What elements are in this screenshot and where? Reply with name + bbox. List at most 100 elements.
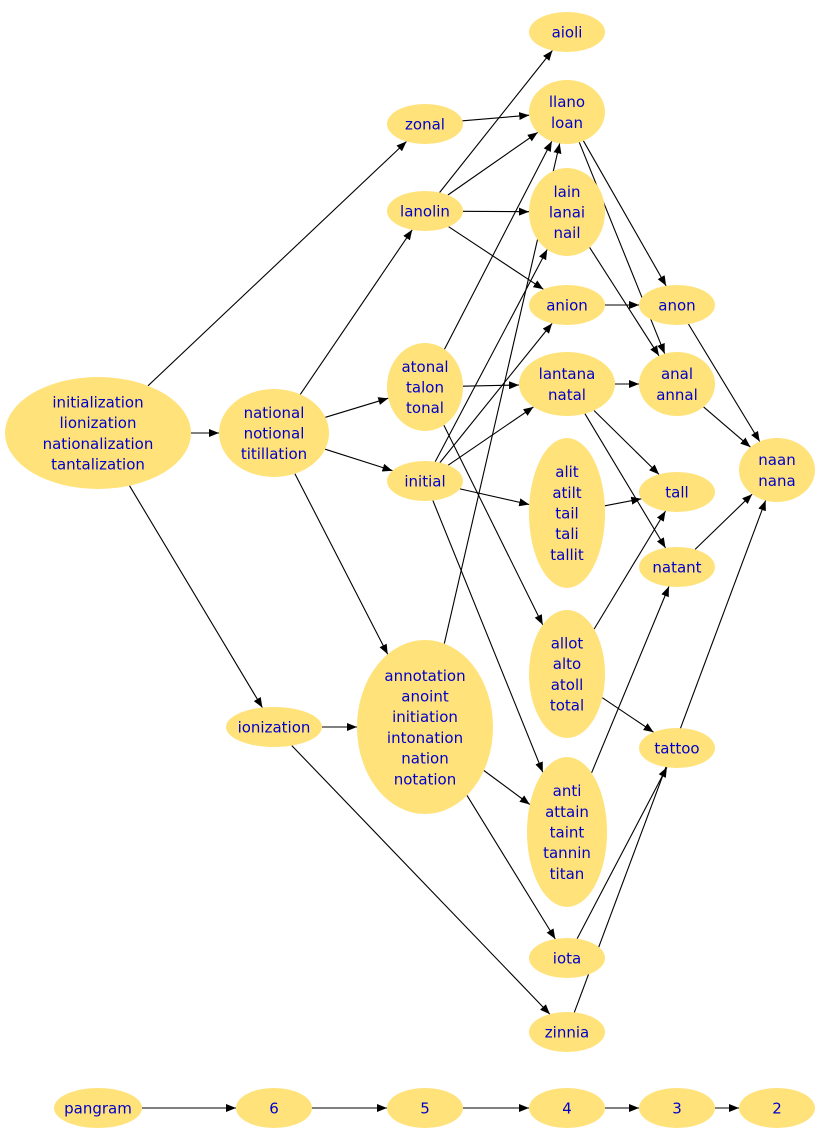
node-n4: 4	[529, 1088, 605, 1128]
edge-lantana-to-tall	[593, 410, 660, 475]
edge-atonal-to-llano	[444, 141, 553, 350]
node-label: attain	[545, 803, 589, 821]
node-ellipse	[527, 757, 607, 907]
node-label: lantana	[539, 365, 596, 383]
edge-national-to-annotation	[294, 473, 389, 655]
node-label: notation	[394, 770, 457, 788]
node-label: lanolin	[400, 203, 450, 221]
node-label: 2	[772, 1100, 782, 1118]
node-iota: iota	[529, 938, 605, 978]
edge-lantana-to-natant	[584, 413, 666, 549]
edge-initialization-to-ionization	[129, 485, 263, 708]
node-label: aioli	[552, 24, 583, 42]
node-zonal: zonal	[387, 104, 463, 144]
node-zinnia: zinnia	[529, 1012, 605, 1052]
node-ellipse	[226, 707, 322, 747]
node-ellipse	[639, 472, 715, 512]
node-label: alto	[553, 655, 581, 673]
node-label: 3	[672, 1100, 682, 1118]
node-label: intonation	[387, 729, 463, 747]
node-ellipse	[387, 1088, 463, 1128]
node-ionization: ionization	[226, 707, 322, 747]
node-ellipse	[529, 610, 605, 738]
node-ellipse	[236, 1088, 312, 1128]
node-label: annal	[656, 386, 698, 404]
edge-lanolin-to-llano	[447, 131, 539, 196]
edge-atonal-to-allot	[443, 424, 544, 626]
node-tall: tall	[639, 472, 715, 512]
node-ellipse	[387, 461, 463, 501]
edge-ionization-to-zinnia	[291, 745, 551, 1015]
edge-iota-to-tattoo	[576, 767, 668, 939]
node-ellipse	[639, 547, 715, 587]
node-ellipse	[219, 389, 329, 477]
node-label: nana	[758, 472, 795, 490]
node-label: anal	[661, 365, 693, 383]
edge-initial-to-alit	[459, 488, 530, 507]
node-label: titillation	[241, 445, 307, 463]
node-ellipse	[519, 352, 615, 416]
edge-llano-to-anal	[578, 142, 666, 354]
node-n2: 2	[739, 1088, 815, 1128]
node-label: titan	[550, 865, 585, 883]
node-ellipse	[387, 104, 463, 144]
edge-anti-to-natant	[591, 586, 670, 774]
node-ellipse	[639, 1088, 715, 1128]
node-label: nail	[553, 224, 580, 242]
node-label: natant	[652, 559, 701, 577]
node-label: tantalization	[51, 456, 145, 474]
node-ellipse	[529, 168, 605, 256]
node-label: 5	[420, 1100, 430, 1118]
node-ellipse	[639, 352, 715, 416]
node-label: atoll	[551, 676, 584, 694]
node-ellipse	[54, 1088, 142, 1128]
node-ellipse	[387, 191, 463, 231]
edge-annotation-to-anti	[483, 770, 531, 805]
node-label: zinnia	[545, 1024, 589, 1042]
node-initialization: initializationlionizationnationalization…	[5, 377, 191, 489]
edge-llano-to-anon	[582, 140, 667, 287]
node-label: tannin	[543, 844, 591, 862]
node-n6: 6	[236, 1088, 312, 1128]
node-ellipse	[529, 285, 605, 325]
node-label: initiation	[392, 708, 458, 726]
edge-national-to-initial	[324, 448, 393, 472]
edge-initial-to-lain	[434, 249, 548, 462]
node-label: tali	[555, 525, 578, 543]
node-ellipse	[639, 285, 715, 325]
edge-initialization-to-zonal	[147, 141, 407, 387]
node-label: atonal	[401, 358, 448, 376]
node-anon: anon	[639, 285, 715, 325]
edge-natant-to-naan	[694, 493, 753, 550]
node-label: pangram	[64, 1100, 132, 1118]
node-ellipse	[739, 438, 815, 502]
node-n3: 3	[639, 1088, 715, 1128]
node-label: taint	[550, 824, 585, 842]
node-ellipse	[529, 80, 605, 144]
node-label: total	[550, 697, 584, 715]
node-ellipse	[739, 1088, 815, 1128]
node-naan: naan nana	[739, 438, 815, 502]
node-label: tattoo	[654, 740, 699, 758]
edge-allot-to-tattoo	[601, 697, 654, 733]
edge-lanolin-to-anion	[448, 226, 544, 290]
node-ellipse	[529, 12, 605, 52]
node-label: llano	[549, 93, 585, 111]
node-label: initialization	[52, 393, 143, 411]
node-label: nationalization	[43, 435, 154, 453]
node-label: naan	[758, 451, 795, 469]
node-label: anti	[553, 782, 582, 800]
node-anti: anti attain taint tannin titan	[527, 757, 607, 907]
edge-anal-to-naan	[703, 406, 751, 448]
node-ellipse	[5, 377, 191, 489]
node-tattoo: tattoo	[639, 728, 715, 768]
node-label: initial	[404, 473, 445, 491]
edge-atonal-to-lantana	[462, 381, 520, 390]
node-label: alit	[555, 463, 579, 481]
node-label: nation	[401, 750, 448, 768]
edge-initial-to-lantana	[447, 406, 534, 466]
